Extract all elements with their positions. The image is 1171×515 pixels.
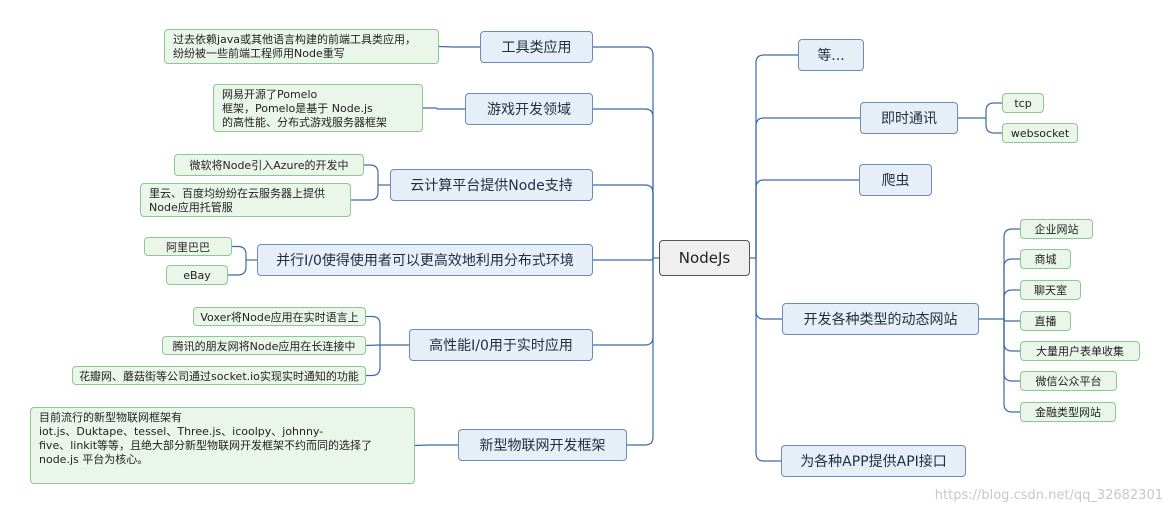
note-voxer[interactable]: Voxer将Node应用在实时语言上	[193, 307, 366, 326]
note-line: 的高性能、分布式游戏服务器框架	[222, 116, 387, 129]
root-left-link-branch	[593, 108, 654, 258]
topic-dynamic-websites[interactable]: 开发各种类型的动态网站	[782, 303, 979, 335]
root-right-link-branch	[755, 179, 859, 258]
note-iot-frameworks[interactable]: 目前流行的新型物联网框架有 iot.js、Duktape、tessel、Thre…	[30, 407, 415, 484]
note-line: node.js 平台为核心。	[39, 453, 149, 466]
root-left-link-branch	[593, 257, 654, 261]
note-line: 过去依赖java或其他语言构建的前端工具类应用，	[173, 33, 417, 46]
R3-children-link-branch	[1003, 289, 1020, 319]
child-websocket[interactable]: websocket	[1002, 123, 1078, 143]
child-finance-site[interactable]: 金融类型网站	[1020, 402, 1116, 422]
L2-notes-link-branch	[351, 185, 379, 201]
R3-children-link-branch	[1003, 228, 1020, 319]
L4-notes-link-branch	[366, 345, 381, 377]
L1-notes-link-branch	[423, 107, 438, 110]
note-ebay[interactable]: eBay	[166, 265, 228, 285]
note-line: five、linkit等等，且绝大部分新型物联网开发框架不约而同的选择了	[39, 439, 373, 452]
root-left-link-branch	[593, 184, 654, 258]
root-right-link-branch	[755, 258, 782, 320]
L3-notes-link-branch	[232, 245, 247, 260]
topic-cloud-platform[interactable]: 云计算平台提供Node支持	[390, 169, 593, 201]
root-right-link-branch	[755, 54, 798, 258]
note-pomelo[interactable]: 网易开源了Pomelo 框架，Pomelo是基于 Node.js 的高性能、分布…	[213, 84, 423, 132]
root-right-link-branch	[755, 258, 781, 462]
topic-iot-framework[interactable]: 新型物联网开发框架	[458, 429, 627, 461]
L3-notes-link-branch	[228, 260, 247, 276]
root-left-link-branch	[593, 46, 654, 258]
topic-etc[interactable]: 等...	[798, 39, 864, 71]
topic-parallel-io[interactable]: 并行I/0使得使用者可以更高效地利用分布式环境	[257, 244, 593, 276]
topic-crawler[interactable]: 爬虫	[859, 164, 932, 196]
note-line: 纷纷被一些前端工程师用Node重写	[173, 47, 345, 60]
note-microsoft-azure[interactable]: 微软将Node引入Azure的开发中	[174, 154, 364, 176]
L0-notes-link-branch	[438, 45, 454, 48]
R3-children-link-branch	[1003, 258, 1020, 319]
note-line: 网易开源了Pomelo	[222, 88, 318, 101]
L4-notes-link-branch	[365, 344, 381, 347]
child-live-stream[interactable]: 直播	[1020, 311, 1071, 331]
note-tencent-pengyou[interactable]: 腾讯的朋友网将Node应用在长连接中	[162, 336, 366, 355]
topic-game-dev[interactable]: 游戏开发领域	[465, 93, 593, 125]
root-node-nodejs[interactable]: NodeJs	[659, 240, 750, 276]
child-mall[interactable]: 商城	[1020, 249, 1071, 269]
R3-children-link-branch	[1003, 318, 1020, 322]
root-left-link-branch	[593, 258, 654, 346]
R1-children-link-branch	[985, 118, 1002, 134]
child-enterprise-site[interactable]: 企业网站	[1020, 219, 1093, 239]
child-tcp[interactable]: tcp	[1002, 93, 1044, 113]
topic-app-api[interactable]: 为各种APP提供API接口	[781, 445, 966, 477]
child-chatroom[interactable]: 聊天室	[1020, 280, 1081, 300]
note-line: 里云、百度均纷纷在云服务器上提供	[149, 187, 325, 200]
R3-children-link-branch	[1003, 319, 1020, 352]
L5-notes-link-branch	[414, 444, 430, 447]
root-left-link-branch	[627, 258, 654, 446]
note-line: 目前流行的新型物联网框架有	[39, 411, 182, 424]
note-aliyun-baidu[interactable]: 里云、百度均纷纷在云服务器上提供 Node应用托管服	[140, 183, 351, 217]
topic-realtime-io[interactable]: 高性能I/0用于实时应用	[409, 329, 593, 361]
L4-notes-link-branch	[366, 315, 381, 345]
note-huaban-mogujie[interactable]: 花瓣网、蘑菇街等公司通过socket.io实现实时通知的功能	[72, 366, 366, 385]
R3-children-link-branch	[1003, 319, 1020, 413]
topic-instant-messaging[interactable]: 即时通讯	[860, 102, 958, 134]
child-form-collection[interactable]: 大量用户表单收集	[1020, 341, 1140, 361]
R1-children-link-branch	[985, 102, 1002, 118]
root-right-link-branch	[755, 117, 860, 258]
note-line: 框架，Pomelo是基于 Node.js	[222, 102, 373, 115]
watermark: https://blog.csdn.net/qq_32682301	[934, 488, 1163, 503]
L2-notes-link-branch	[364, 164, 379, 185]
note-tool-apps[interactable]: 过去依赖java或其他语言构建的前端工具类应用， 纷纷被一些前端工程师用Node…	[164, 29, 439, 64]
child-wechat-platform[interactable]: 微信公众平台	[1020, 371, 1117, 391]
note-alibaba[interactable]: 阿里巴巴	[144, 237, 232, 256]
note-line: Node应用托管服	[149, 201, 233, 214]
topic-tool-apps[interactable]: 工具类应用	[480, 31, 593, 63]
note-line: iot.js、Duktape、tessel、Three.js、icoolpy、j…	[39, 425, 324, 438]
